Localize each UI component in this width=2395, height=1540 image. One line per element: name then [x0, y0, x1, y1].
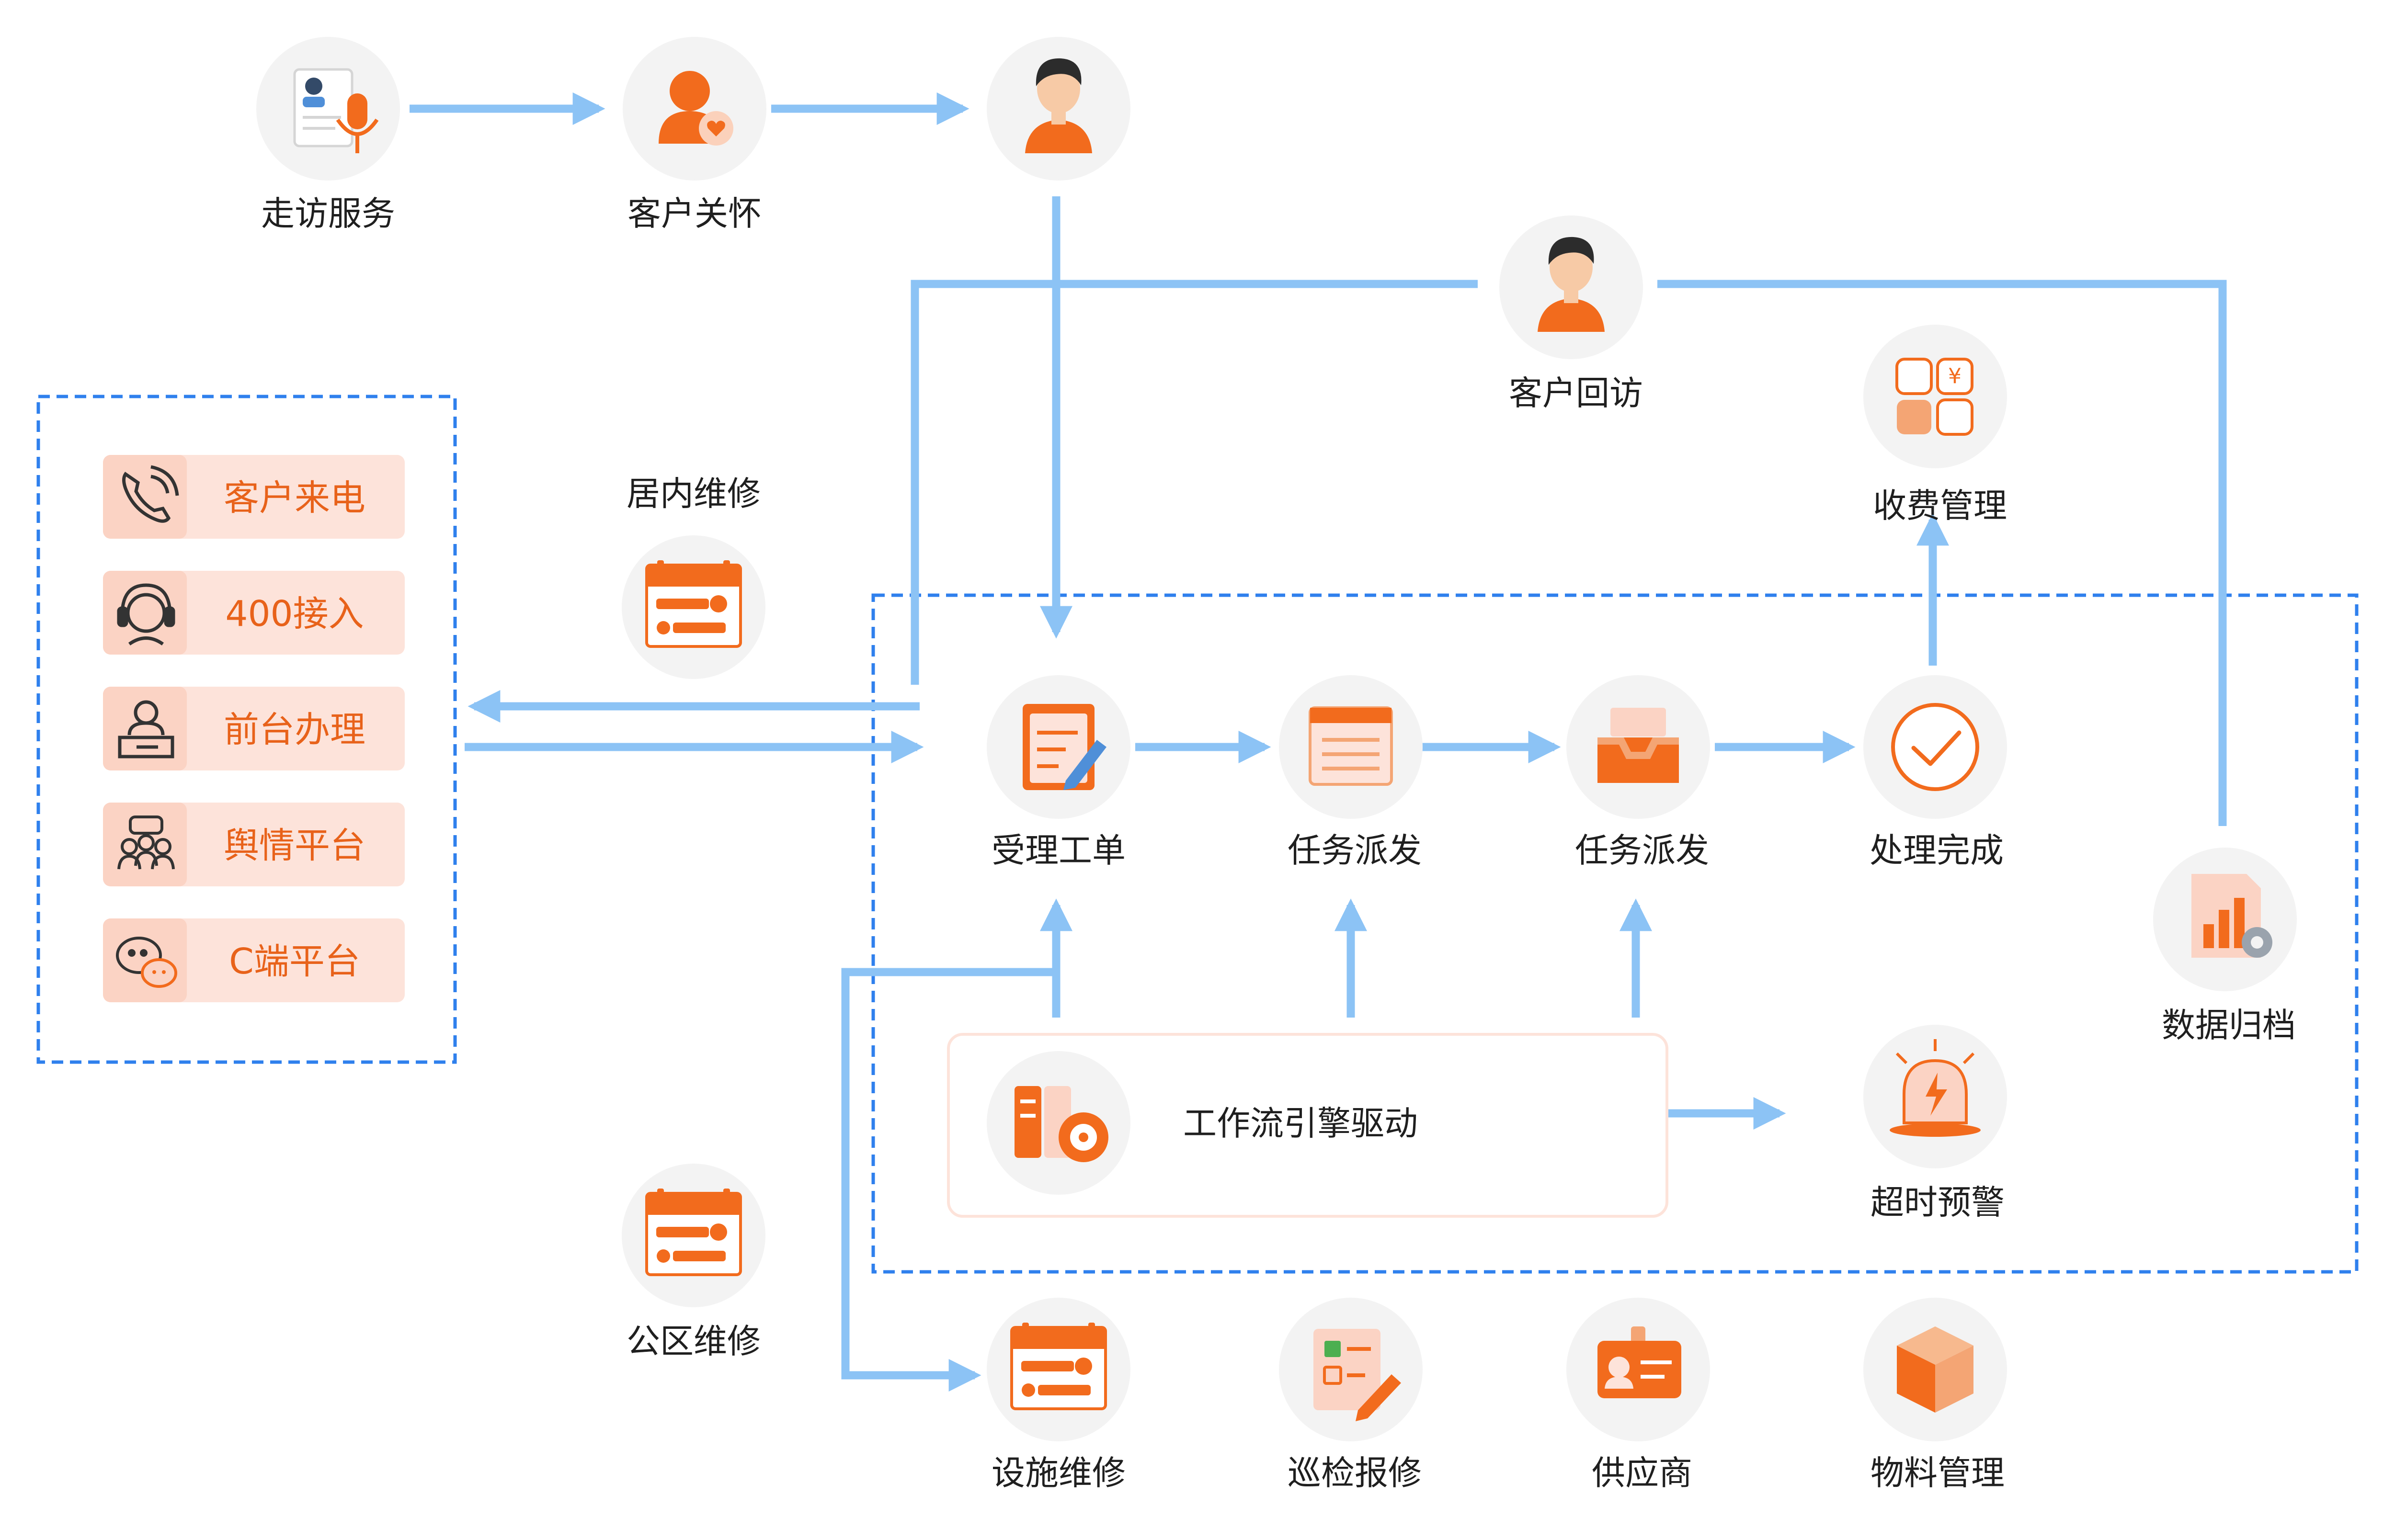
- visit-service-icon: [293, 68, 379, 153]
- revisit-avatar-icon: [1538, 237, 1605, 332]
- community-icon: [117, 815, 175, 870]
- supplier-label: 供应商: [1592, 1453, 1692, 1493]
- node-billing[interactable]: ¥ 收费管理: [1863, 325, 2007, 525]
- timeout-alert-label: 超时预警: [1870, 1183, 2005, 1222]
- revisit-line-left: [911, 280, 1478, 685]
- channels-dashed-box: [36, 395, 457, 1064]
- svg-text:¥: ¥: [1948, 364, 1962, 388]
- customer-care-icon: [659, 71, 733, 146]
- node-inspection[interactable]: 巡检报修: [1279, 1298, 1423, 1493]
- node-dispatch-1[interactable]: 任务派发: [1279, 675, 1423, 870]
- channel-item-400[interactable]: 400接入: [103, 571, 405, 655]
- front-desk-icon: [118, 700, 174, 759]
- channel-list: 客户来电 400接入 前台办理: [103, 455, 405, 1002]
- node-facility-repair[interactable]: 设施维修: [987, 1298, 1130, 1493]
- node-visit-service[interactable]: 走访服务: [256, 37, 400, 233]
- node-accept-ticket[interactable]: 受理工单: [987, 675, 1130, 870]
- connectors: [410, 92, 2227, 1392]
- materials-label: 物料管理: [1870, 1453, 2005, 1493]
- node-customer[interactable]: [987, 37, 1130, 181]
- repair-toolkit-icon: [645, 1189, 742, 1276]
- node-customer-care[interactable]: 客户关怀: [623, 37, 766, 233]
- channel-item-front-desk[interactable]: 前台办理: [103, 687, 405, 770]
- dispatch-calendar-icon: [1309, 706, 1393, 786]
- dispatch-2-label: 任务派发: [1575, 831, 1709, 870]
- channel-400-label: 400接入: [225, 593, 364, 634]
- data-archive-label: 数据归档: [2162, 1006, 2296, 1045]
- alarm-light-icon: [1890, 1039, 1981, 1137]
- public-repair-label: 公区维修: [627, 1322, 761, 1361]
- ticket-edit-icon: [1023, 704, 1106, 790]
- channel-phone-label: 客户来电: [224, 477, 365, 519]
- data-archive-icon: [2191, 874, 2272, 958]
- node-supplier[interactable]: 供应商: [1566, 1298, 1710, 1493]
- node-customer-revisit[interactable]: 客户回访: [1499, 215, 1643, 413]
- materials-box-icon: [1897, 1326, 1973, 1413]
- inbox-tray-icon: [1597, 708, 1679, 783]
- node-complete[interactable]: 处理完成: [1863, 675, 2007, 870]
- phone-icon: [122, 465, 179, 523]
- inspection-checklist-icon: [1313, 1329, 1401, 1421]
- complete-label: 处理完成: [1870, 831, 2004, 870]
- process-dashed-box: [871, 593, 2359, 1274]
- workflow-engine-label: 工作流引擎驱动: [1183, 1104, 1418, 1143]
- node-public-repair[interactable]: 公区维修: [622, 1164, 765, 1361]
- node-dispatch-2[interactable]: 任务派发: [1566, 675, 1710, 870]
- supplier-badge-icon: [1597, 1326, 1681, 1398]
- node-timeout-alert[interactable]: 超时预警: [1863, 1025, 2007, 1222]
- customer-avatar-icon: [1025, 58, 1092, 153]
- dispatch-1-label: 任务派发: [1288, 831, 1422, 870]
- workflow-engine-icon: [1015, 1086, 1108, 1162]
- node-indoor-repair[interactable]: 居内维修: [622, 474, 765, 679]
- node-materials[interactable]: 物料管理: [1863, 1298, 2007, 1493]
- channel-item-phone[interactable]: 客户来电: [103, 455, 405, 539]
- workflow-engine-box[interactable]: 工作流引擎驱动: [947, 1033, 1668, 1218]
- channel-item-c-end[interactable]: C端平台: [103, 918, 405, 1002]
- billing-icon: ¥: [1895, 358, 1973, 436]
- indoor-repair-label: 居内维修: [627, 474, 761, 513]
- headset-icon: [117, 583, 175, 645]
- chat-icon: [116, 937, 177, 988]
- channel-item-public-opinion[interactable]: 舆情平台: [103, 803, 405, 886]
- check-circle-icon: [1891, 703, 1979, 791]
- facility-repair-label: 设施维修: [992, 1453, 1126, 1493]
- node-data-archive[interactable]: 数据归档: [2153, 848, 2297, 1045]
- billing-label: 收费管理: [1873, 486, 2007, 525]
- channel-public-opinion-label: 舆情平台: [224, 825, 365, 866]
- accept-ticket-label: 受理工单: [992, 831, 1126, 870]
- arrow-public-repair-to-facility: [841, 968, 1056, 1392]
- channel-front-desk-label: 前台办理: [224, 709, 365, 750]
- visit-service-label: 走访服务: [261, 194, 395, 233]
- revisit-label: 客户回访: [1509, 374, 1643, 413]
- repair-toolkit-icon: [645, 560, 742, 648]
- revisit-line-right: [1657, 280, 2227, 826]
- channel-c-end-label: C端平台: [229, 941, 360, 982]
- repair-toolkit-icon: [1010, 1323, 1107, 1410]
- inspection-label: 巡检报修: [1288, 1453, 1422, 1493]
- customer-care-label: 客户关怀: [627, 194, 762, 233]
